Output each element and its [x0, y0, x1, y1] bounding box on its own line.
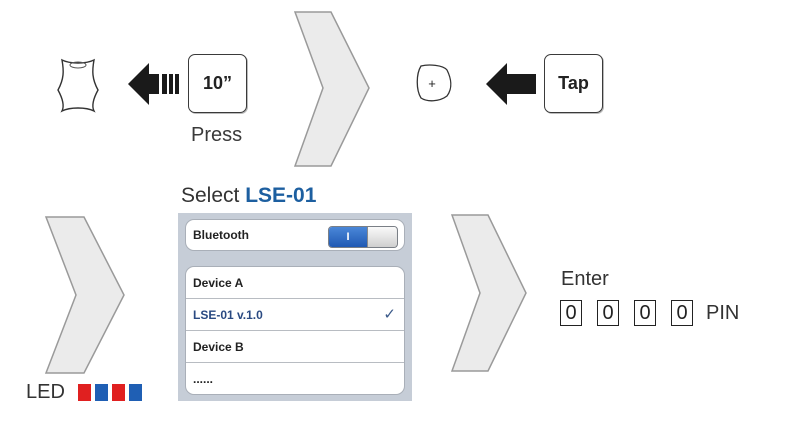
next-step-arrow-icon: [44, 216, 125, 374]
press-duration-key: 10”: [188, 54, 247, 113]
led-red-square: [112, 384, 125, 401]
led-blue-square: [95, 384, 108, 401]
plus-symbol: +: [428, 76, 436, 91]
toggle-on-label: I: [329, 227, 367, 247]
device-list-item-selected[interactable]: LSE-01 v.1.0 ✓: [186, 299, 404, 331]
pin-digit: 0: [671, 300, 693, 326]
led-label: LED: [26, 381, 65, 403]
pin-digit: 0: [560, 300, 582, 326]
bluetooth-label: Bluetooth: [193, 228, 249, 242]
plus-button-icon: +: [416, 64, 452, 102]
pin-digit: 0: [634, 300, 656, 326]
device-list-item[interactable]: Device B: [186, 331, 404, 363]
select-model-name: LSE-01: [245, 184, 317, 207]
next-step-arrow-icon: [293, 11, 370, 167]
pin-label: PIN: [706, 302, 740, 324]
next-step-arrow-icon: [450, 214, 527, 372]
pin-digit: 0: [597, 300, 619, 326]
device-label: Device B: [193, 339, 244, 354]
led-red-square: [78, 384, 91, 401]
tap-key-label: Tap: [558, 73, 589, 93]
toggle-knob: [367, 227, 396, 247]
bluetooth-toggle-group: Bluetooth I: [185, 219, 405, 251]
enter-label: Enter: [561, 268, 609, 290]
device-list: Device A LSE-01 v.1.0 ✓ Device B ......: [185, 266, 405, 395]
headset-device-icon: [57, 58, 99, 113]
tap-key: Tap: [544, 54, 603, 113]
led-blue-square: [129, 384, 142, 401]
select-prefix: Select: [181, 184, 246, 207]
press-duration-label: 10”: [202, 73, 233, 93]
device-list-item[interactable]: ......: [186, 363, 404, 394]
left-arrow-icon: [486, 63, 536, 105]
left-arrow-icon: [128, 63, 179, 105]
bluetooth-row: Bluetooth I: [186, 220, 404, 250]
press-caption: Press: [191, 124, 243, 146]
bluetooth-toggle[interactable]: I: [328, 226, 398, 248]
device-label: ......: [193, 371, 214, 386]
select-instruction: Select LSE-01: [181, 184, 316, 208]
device-label: Device A: [193, 275, 244, 290]
checkmark-icon: ✓: [383, 306, 396, 323]
bluetooth-settings-screen: Bluetooth I Device A LSE-01 v.1.0 ✓ Devi…: [178, 213, 412, 401]
device-label: LSE-01 v.1.0: [193, 307, 263, 322]
device-list-item[interactable]: Device A: [186, 267, 404, 299]
